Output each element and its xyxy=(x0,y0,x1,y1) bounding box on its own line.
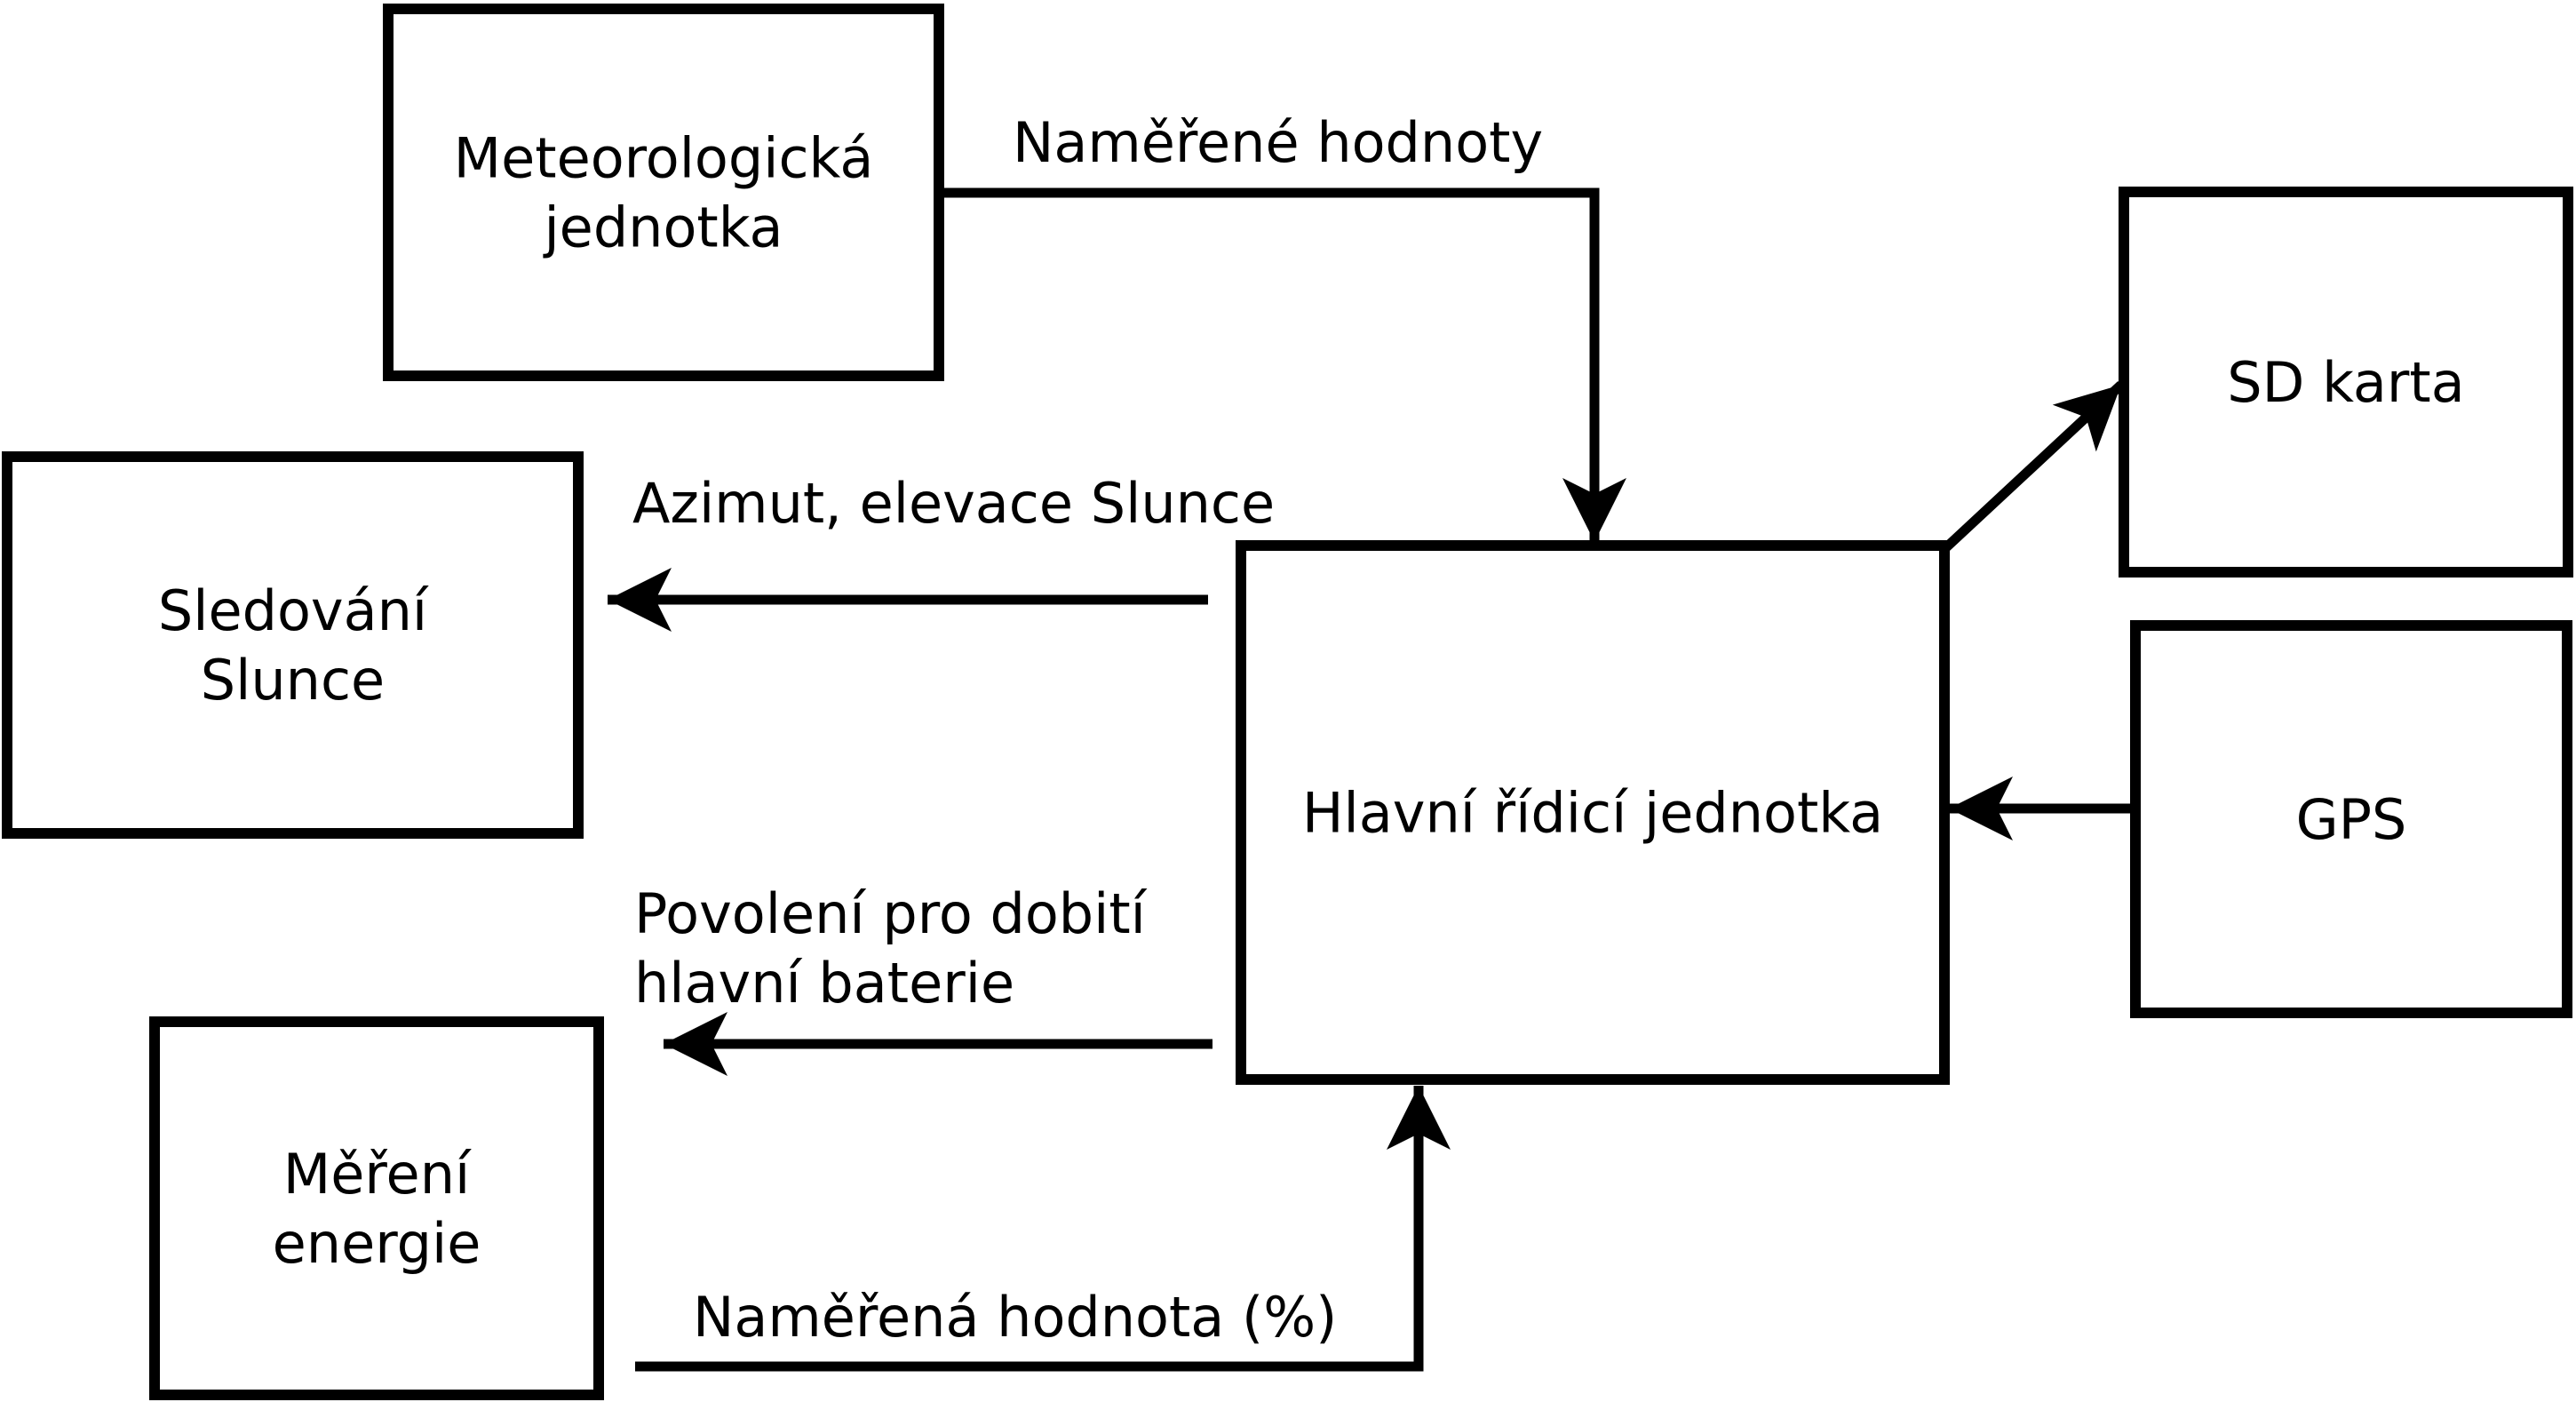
node-mereni-energie-box xyxy=(149,1016,604,1400)
node-hlavni-ridici-jednotka-box xyxy=(1236,540,1950,1085)
edge-namerena-hodnota-procenta-label: Naměřená hodnota (%) xyxy=(693,1285,1337,1350)
node-sd-karta-box xyxy=(2119,187,2573,578)
edge-namerene-hodnoty-line xyxy=(939,187,1600,542)
node-hlavni-ridici-jednotka-label: Hlavní řídicí jednotka xyxy=(1302,781,1883,846)
node-mereni-energie-label: Měření xyxy=(283,1142,472,1207)
edge-azimut-elevace-slunce-label: Azimut, elevace Slunce xyxy=(632,471,1275,536)
edge-povoleni-pro-dobiti-label: Povolení pro dobití xyxy=(634,881,1148,946)
node-sd-karta-label: SD karta xyxy=(2227,350,2464,415)
node-gps: GPS xyxy=(2130,620,2572,1018)
node-meteorologicka-jednotka-label: jednotka xyxy=(542,195,783,260)
node-gps-label: GPS xyxy=(2296,787,2407,852)
edge-namerena-hodnota-procenta-arrowhead xyxy=(1387,1086,1451,1150)
edge-namerene-hodnoty-label: Naměřené hodnoty xyxy=(1013,110,1543,175)
node-mereni-energie-label: energie xyxy=(273,1211,481,1276)
edge-azimut-elevace-slunce-arrowhead xyxy=(608,568,672,632)
node-sledovani-slunce-box xyxy=(2,451,584,839)
edge-hlavni-to-sd-karta-arrowhead xyxy=(2052,385,2121,452)
edge-namerene-hodnoty: Naměřené hodnoty xyxy=(939,110,1626,542)
node-meteorologicka-jednotka-box xyxy=(383,4,944,381)
edge-povoleni-pro-dobiti-label: hlavní baterie xyxy=(634,951,1014,1016)
node-gps-box xyxy=(2130,620,2572,1018)
node-sledovani-slunce-label: Slunce xyxy=(201,648,385,713)
node-hlavni-ridici-jednotka: Hlavní řídicí jednotka xyxy=(1236,540,1950,1085)
edge-namerena-hodnota-procenta: Naměřená hodnota (%) xyxy=(635,1086,1451,1372)
edge-povoleni-pro-dobiti-arrowhead xyxy=(664,1012,727,1076)
edge-namerena-hodnota-procenta-line xyxy=(635,1086,1424,1372)
node-sd-karta: SD karta xyxy=(2119,187,2573,578)
edge-gps-to-hlavni xyxy=(1949,777,2135,840)
edge-namerene-hodnoty-arrowhead xyxy=(1562,478,1626,542)
node-sledovani-slunce-label: Sledování xyxy=(158,578,429,643)
edge-gps-to-hlavni-arrowhead xyxy=(1949,777,2013,840)
edge-hlavni-to-sd-karta xyxy=(1941,380,2125,554)
node-meteorologicka-jednotka-label: Meteorologická xyxy=(454,126,874,191)
edge-azimut-elevace-slunce: Azimut, elevace Slunce xyxy=(608,471,1275,632)
